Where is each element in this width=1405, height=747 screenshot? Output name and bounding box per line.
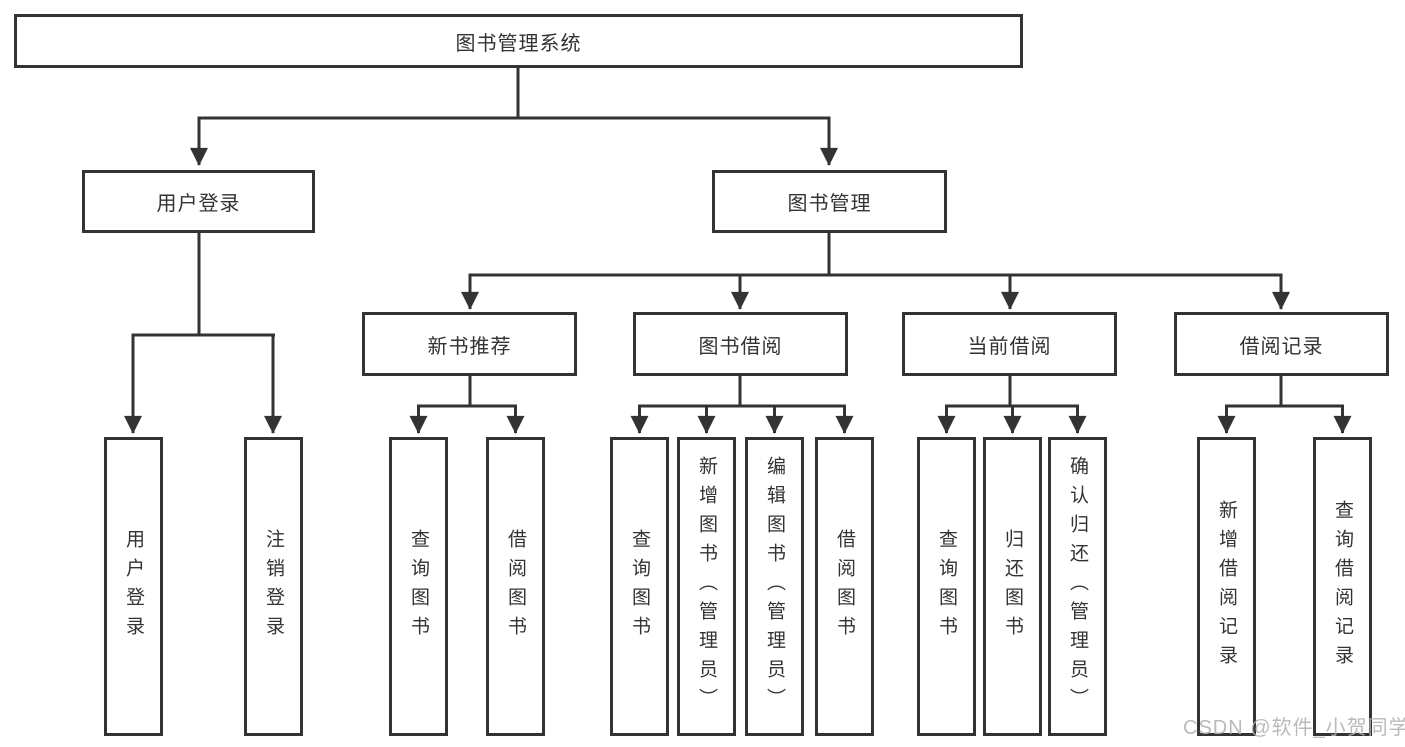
leaf-query-books-current: 查询图书 [917,437,976,736]
leaf-user-login: 用户登录 [104,437,163,736]
connector-current-borrow-trunk [945,376,1079,408]
leaf-confirm-return-admin-label: 确认归还（管理员） [1067,456,1088,717]
node-root-label: 图书管理系统 [455,32,582,55]
node-book-borrow-label: 图书借阅 [698,335,783,358]
node-new-book-recommend: 新书推荐 [362,312,577,376]
connector-book-borrow-trunk [638,376,846,408]
leaf-add-book-admin-label: 新增图书（管理员） [696,456,717,717]
connector-book-management-trunk [468,233,1283,277]
node-borrow-records-label: 借阅记录 [1239,335,1324,358]
leaf-query-borrow-record-label: 查询借阅记录 [1332,499,1353,674]
node-current-borrow-label: 当前借阅 [967,335,1052,358]
leaf-query-borrow-record: 查询借阅记录 [1313,437,1372,736]
node-user-login-label: 用户登录 [156,193,241,215]
connector-borrow-records-trunk [1225,376,1344,408]
connector-new-book-trunk [417,376,517,408]
node-user-login: 用户登录 [82,170,315,233]
leaf-borrow-books-recommend: 借阅图书 [486,437,545,736]
leaf-borrow-books-recommend-label: 借阅图书 [505,528,526,645]
leaf-add-book-admin: 新增图书（管理员） [677,437,736,736]
leaf-add-borrow-record: 新增借阅记录 [1197,437,1256,736]
connector-root-trunk [197,68,831,120]
leaf-logout: 注销登录 [244,437,303,736]
node-borrow-records: 借阅记录 [1174,312,1389,376]
leaf-query-books-current-label: 查询图书 [936,528,957,645]
node-root: 图书管理系统 [14,14,1023,68]
leaf-query-books-recommend: 查询图书 [389,437,448,736]
leaf-borrow-books-label: 借阅图书 [834,528,855,645]
leaf-edit-book-admin: 编辑图书（管理员） [745,437,804,736]
leaf-query-books-borrow-label: 查询图书 [629,528,650,645]
leaf-return-book-label: 归还图书 [1002,528,1023,645]
leaf-user-login-label: 用户登录 [123,528,144,645]
leaf-confirm-return-admin: 确认归还（管理员） [1048,437,1107,736]
leaf-logout-label: 注销登录 [263,528,284,645]
connector-user-login-trunk [131,233,275,337]
leaf-query-books-borrow: 查询图书 [610,437,669,736]
leaf-return-book: 归还图书 [983,437,1042,736]
node-book-borrow: 图书借阅 [633,312,848,376]
node-current-borrow: 当前借阅 [902,312,1117,376]
node-new-book-recommend-label: 新书推荐 [427,335,512,358]
leaf-add-borrow-record-label: 新增借阅记录 [1216,499,1237,674]
leaf-borrow-books: 借阅图书 [815,437,874,736]
node-book-management: 图书管理 [712,170,947,233]
leaf-edit-book-admin-label: 编辑图书（管理员） [764,456,785,717]
csdn-watermark: CSDN @软件_小贺同学 [1183,717,1405,739]
node-book-management-label: 图书管理 [787,193,872,215]
leaf-query-books-recommend-label: 查询图书 [408,528,429,645]
